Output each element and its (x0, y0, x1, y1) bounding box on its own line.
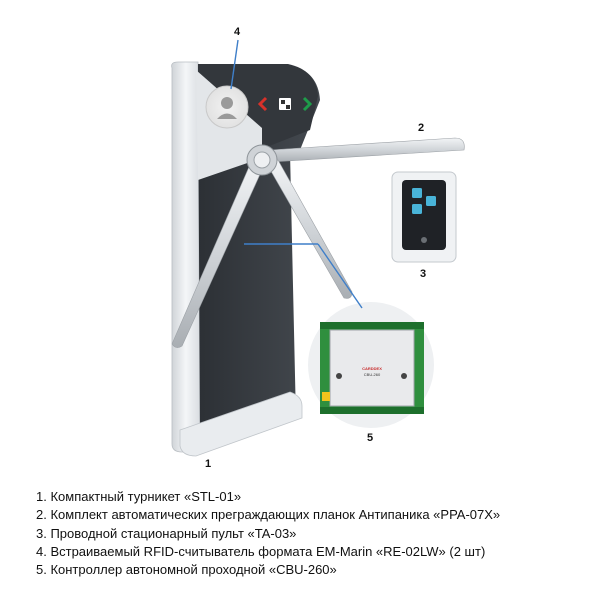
green-arrow-icon (302, 96, 313, 112)
controller-model: CBU-260 (364, 372, 381, 377)
callout-2: 2 (418, 122, 425, 134)
turnstile-frame (171, 61, 201, 453)
callout-4: 4 (234, 26, 241, 38)
legend-item: 2. Комплект автоматических преграждающих… (36, 507, 501, 523)
remote-key-icon (412, 188, 422, 198)
turnstile (171, 61, 320, 457)
callout-3: 3 (420, 268, 427, 280)
pointer-lines (230, 39, 363, 309)
component-legend: 1. Компактный турникет «STL-01» 2. Компл… (36, 488, 596, 579)
legend-item: 3. Проводной стационарный пульт «TA-03» (36, 525, 297, 541)
product-illustration: CARDDEX CBU-260 (171, 39, 465, 457)
legend-item: 5. Контроллер автономной проходной «CBU-… (36, 562, 337, 578)
turnstile-base (179, 391, 303, 457)
legend-item: 1. Компактный турникет «STL-01» (36, 489, 242, 504)
legend-item: 4. Встраиваемый RFID-считыватель формата… (36, 543, 486, 559)
remote-key-icon (412, 204, 422, 214)
rfid-reader-icon (217, 97, 237, 119)
controller-board: CARDDEX CBU-260 (308, 302, 434, 428)
remote-key-icon (426, 196, 436, 206)
callout-5: 5 (367, 432, 374, 444)
red-arrow-icon (257, 96, 268, 112)
controller-brand: CARDDEX (362, 366, 382, 371)
remote-panel (391, 171, 457, 263)
callout-1: 1 (205, 458, 212, 470)
